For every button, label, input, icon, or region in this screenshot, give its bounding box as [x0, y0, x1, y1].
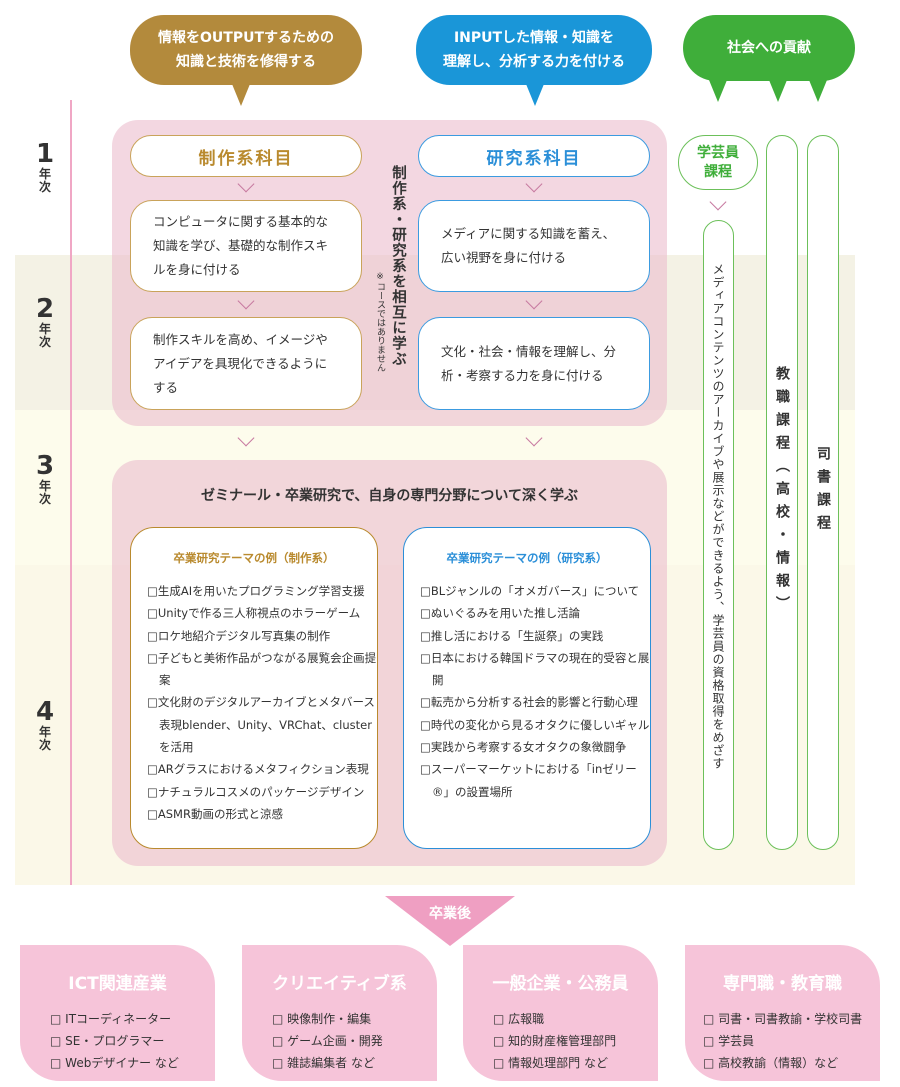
society-bubble-tail — [709, 80, 727, 102]
theme-item: □推し活における「生誕祭」の実践 — [420, 628, 604, 643]
theme-item: □スーパーマーケットにおける「inゼリー®」の設置場所 — [420, 762, 637, 799]
input-bubble: INPUTした情報・知識を 理解し、分析する力を付ける — [416, 15, 652, 85]
theme-item: □Unityで作る三人称視点のホラーゲーム — [147, 606, 361, 621]
year-suffix: 年次 — [38, 167, 51, 194]
year-suffix: 年次 — [38, 322, 51, 349]
research-themes-box: 卒業研究テーマの例（研究系） □BLジャンルの「オメガバース」について □ぬいぐる… — [403, 527, 651, 849]
research-year1-box: メディアに関する知識を蓄え、広い視野を身に付ける — [418, 200, 650, 292]
year-number: 3 — [35, 451, 55, 481]
year-axis-line — [70, 100, 72, 885]
production-themes-list: □生成AIを用いたプログラミング学習支援 □Unityで作る三人称視点のホラーゲー… — [147, 580, 377, 825]
bubble-line: INPUTした情報・知識を — [453, 30, 615, 46]
year-suffix: 年次 — [38, 725, 51, 752]
after-graduation-arrow — [385, 896, 515, 946]
society-bubble-tail — [769, 80, 787, 102]
theme-item: □ASMR動画の形式と涼感 — [147, 806, 283, 821]
input-bubble-tail — [526, 84, 544, 106]
career-item: □ 高校教諭（情報）など — [703, 1056, 839, 1070]
career-item: □ ゲーム企画・開発 — [272, 1034, 383, 1048]
chevron-down-icon — [709, 193, 727, 211]
career-item: □ 知的財産権管理部門 — [493, 1034, 617, 1048]
year-number: 2 — [35, 294, 55, 324]
career-item: □ 情報処理部門 など — [493, 1056, 608, 1070]
theme-item: □日本における韓国ドラマの現在的受容と展開 — [420, 650, 650, 688]
theme-item: □ロケ地紹介デジタル写真集の制作 — [147, 628, 331, 643]
bubble-line: 知識と技術を修得する — [176, 54, 316, 70]
career-card: 専門職・教育職 □ 司書・司書教諭・学校司書 □ 学芸員 □ 高校教諭（情報）など — [685, 945, 880, 1081]
after-graduation-label: 卒業後 — [429, 906, 471, 922]
librarian-course-pill: 司書課程 — [807, 135, 839, 850]
theme-item: □実践から考察する女オタクの象徴闘争 — [420, 740, 627, 755]
production-subjects-title: 制作系科目 — [130, 135, 362, 177]
bubble-line: 社会への貢献 — [727, 40, 811, 56]
librarian-course-label: 司書課程 — [815, 446, 831, 538]
teacher-course-label: 教職課程（高校・情報） — [774, 366, 790, 619]
career-item: □ ITコーディネーター — [50, 1012, 172, 1026]
theme-item: □文化財のデジタルアーカイブとメタバース表現blender、Unity、VRCh… — [147, 695, 375, 755]
year-suffix: 年次 — [38, 479, 51, 506]
curator-course-description: メディアコンテンツのアーカイブや展示などができるよう、学芸員の資格取得をめざす — [711, 263, 725, 770]
career-title: クリエイティブ系 — [272, 974, 407, 994]
research-year2-box: 文化・社会・情報を理解し、分析・考察する力を身に付ける — [418, 317, 650, 410]
production-themes-title: 卒業研究テーマの例（制作系） — [173, 551, 335, 565]
research-subjects-title: 研究系科目 — [418, 135, 650, 177]
theme-item: □子どもと美術作品がつながる展覧会企画提案 — [147, 650, 377, 688]
career-item: □ Webデザイナー など — [50, 1056, 179, 1070]
production-year2-box: 制作スキルを高め、イメージやアイデアを具現化できるようにする — [130, 317, 362, 410]
seminar-title: ゼミナール・卒業研究で、自身の専門分野について深く学ぶ — [200, 488, 579, 504]
career-item: □ 広報職 — [493, 1012, 545, 1026]
bubble-line: 情報をOUTPUTするための — [158, 30, 334, 46]
society-bubble-tail — [809, 80, 827, 102]
theme-item: □ARグラスにおけるメタフィクション表現 — [147, 762, 369, 777]
theme-item: □ぬいぐるみを用いた推し活論 — [420, 606, 581, 621]
output-bubble: 情報をOUTPUTするための 知識と技術を修得する — [130, 15, 362, 85]
theme-item: □転売から分析する社会的影響と行動心理 — [420, 695, 638, 710]
mutual-learning-note: ※コースではありません — [375, 272, 385, 372]
year-number: 4 — [35, 697, 55, 727]
career-item: □ 学芸員 — [703, 1034, 755, 1048]
theme-item: □ナチュラルコスメのパッケージデザイン — [147, 784, 365, 799]
mutual-learning-text: 制作系・研究系を相互に学ぶ — [390, 165, 406, 367]
curator-course-title: 学芸員課程 — [678, 135, 758, 190]
production-themes-box: 卒業研究テーマの例（制作系） □生成AIを用いたプログラミング学習支援 □Unit… — [130, 527, 378, 849]
career-card: ICT関連産業 □ ITコーディネーター □ SE・プログラマー □ Webデザイナー… — [20, 945, 215, 1081]
career-card: 一般企業・公務員 □ 広報職 □ 知的財産権管理部門 □ 情報処理部門 など — [463, 945, 658, 1081]
research-themes-title: 卒業研究テーマの例（研究系） — [446, 551, 608, 565]
society-bubble: 社会への貢献 — [683, 15, 855, 81]
theme-item: □生成AIを用いたプログラミング学習支援 — [147, 584, 365, 598]
teacher-course-pill: 教職課程（高校・情報） — [766, 135, 798, 850]
research-themes-list: □BLジャンルの「オメガバース」について □ぬいぐるみを用いた推し活論 □推し活にお… — [420, 580, 650, 803]
year-number: 1 — [35, 139, 55, 169]
career-card: クリエイティブ系 □ 映像制作・編集 □ ゲーム企画・開発 □ 雑誌編集者 など — [242, 945, 437, 1081]
career-title: ICT関連産業 — [68, 974, 167, 994]
career-item: □ 雑誌編集者 など — [272, 1056, 375, 1070]
theme-item: □時代の変化から見るオタクに優しいギャル — [420, 717, 650, 732]
career-title: 専門職・教育職 — [723, 974, 842, 994]
production-year1-box: コンピュータに関する基本的な知識を学び、基礎的な制作スキルを身に付ける — [130, 200, 362, 292]
career-title: 一般企業・公務員 — [492, 974, 629, 994]
career-item: □ 映像制作・編集 — [272, 1012, 372, 1026]
career-item: □ SE・プログラマー — [50, 1034, 165, 1048]
curator-course-pill: メディアコンテンツのアーカイブや展示などができるよう、学芸員の資格取得をめざす — [703, 220, 734, 850]
bubble-line: 理解し、分析する力を付ける — [443, 54, 625, 70]
output-bubble-tail — [232, 84, 250, 106]
theme-item: □BLジャンルの「オメガバース」について — [420, 584, 640, 598]
career-item: □ 司書・司書教諭・学校司書 — [703, 1012, 863, 1026]
